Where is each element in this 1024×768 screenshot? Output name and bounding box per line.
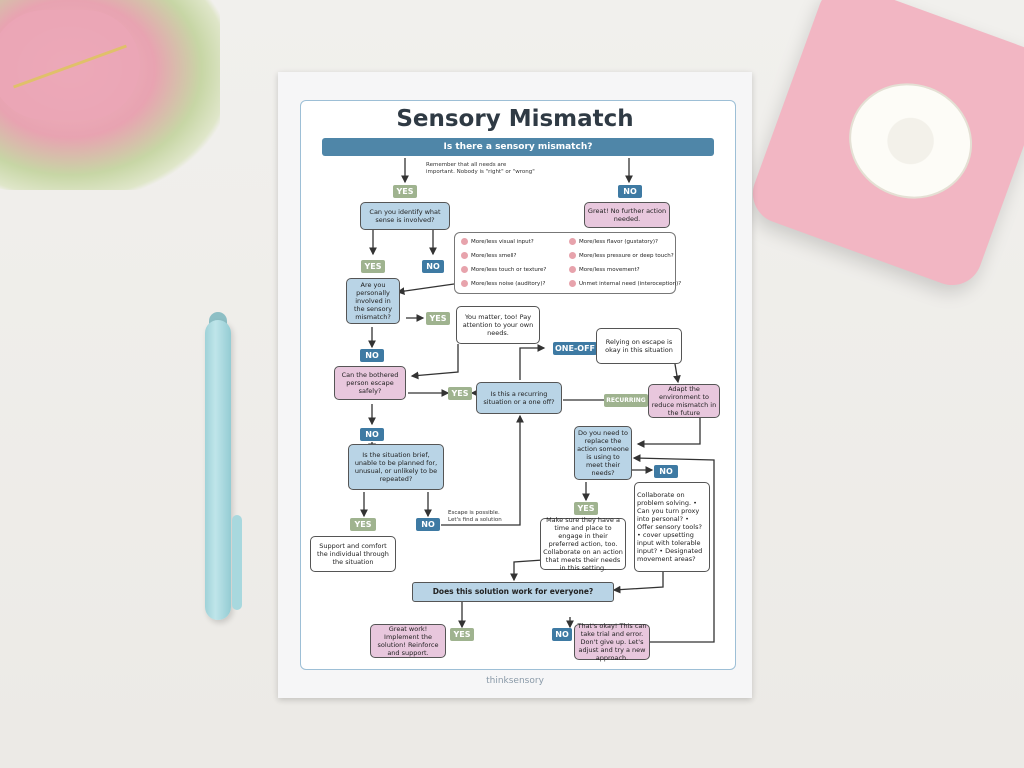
support-comfort-box: Support and comfort the individual throu… xyxy=(310,536,396,572)
you-matter-box: You matter, too! Pay attention to your o… xyxy=(456,306,540,344)
pen-clip xyxy=(232,515,242,610)
sense-item: More/less visual input? xyxy=(461,238,534,245)
yes-tag-2: YES xyxy=(361,260,385,273)
recurring-tag: RECURRING xyxy=(604,394,648,407)
flower-pot xyxy=(0,0,220,190)
recurring-question-box: Is this a recurring situation or a one o… xyxy=(476,382,562,414)
relying-escape-box: Relying on escape is okay in this situat… xyxy=(596,328,682,364)
yes-tag-3: YES xyxy=(426,312,450,325)
sense-item: More/less touch or texture? xyxy=(461,266,546,273)
collaborate-box: Collaborate on problem solving. • Can yo… xyxy=(634,482,710,572)
yes-tag-4: YES xyxy=(448,387,472,400)
nose-icon xyxy=(461,252,468,259)
sense-item: More/less flavor (gustatory)? xyxy=(569,238,658,245)
sense-item: More/less movement? xyxy=(569,266,640,273)
one-off-tag: ONE-OFF xyxy=(553,342,597,355)
no-tag-1: NO xyxy=(618,185,642,198)
thats-okay-box: That's okay! This can take trial and err… xyxy=(574,622,650,662)
body-icon xyxy=(569,280,576,287)
yes-tag-6: YES xyxy=(574,502,598,515)
no-further-box: Great! No further action needed. xyxy=(584,202,670,228)
situation-brief-box: Is the situation brief, unable to be pla… xyxy=(348,444,444,490)
solution-works-bar: Does this solution work for everyone? xyxy=(412,582,614,602)
hand-icon xyxy=(461,266,468,273)
sense-item: More/less noise (auditory)? xyxy=(461,280,545,287)
sense-item: Unmet internal need (interoception)? xyxy=(569,280,681,287)
flowchart-sheet: Sensory Mismatch Is there a sensory mism… xyxy=(278,72,752,698)
replace-action-box: Do you need to replace the action someon… xyxy=(574,426,632,480)
tape-roll xyxy=(832,66,989,216)
movement-icon xyxy=(569,266,576,273)
adapt-environment-box: Adapt the environment to reduce mismatch… xyxy=(648,384,720,418)
pressure-icon xyxy=(569,252,576,259)
lips-icon xyxy=(569,238,576,245)
ear-icon xyxy=(461,280,468,287)
no-tag-3: NO xyxy=(360,349,384,362)
yes-tag-7: YES xyxy=(450,628,474,641)
great-work-box: Great work! Implement the solution! Rein… xyxy=(370,624,446,658)
yes-tag-1: YES xyxy=(393,185,417,198)
question-bar: Is there a sensory mismatch? xyxy=(322,138,714,156)
yes-tag-5: YES xyxy=(350,518,376,531)
pen xyxy=(205,320,231,620)
sense-item: More/less smell? xyxy=(461,252,516,259)
no-tag-2: NO xyxy=(422,260,444,273)
senses-list: More/less visual input? More/less flavor… xyxy=(454,232,681,294)
escape-possible-note: Escape is possible. Let's find a solutio… xyxy=(448,510,502,523)
needs-note: Remember that all needs are important. N… xyxy=(426,162,535,175)
no-tag-6: NO xyxy=(416,518,440,531)
thinksensory-logo: thinksensory xyxy=(486,676,544,686)
make-sure-box: Make sure they have a time and place to … xyxy=(540,516,626,572)
can-escape-box: Can the bothered person escape safely? xyxy=(334,366,406,400)
identify-sense-box: Can you identify what sense is involved? xyxy=(360,202,450,230)
no-tag-4: NO xyxy=(360,428,384,441)
no-tag-5: NO xyxy=(654,465,678,478)
sheet-title: Sensory Mismatch xyxy=(396,106,634,132)
personally-involved-box: Are you personally involved in the senso… xyxy=(346,278,400,324)
eye-icon xyxy=(461,238,468,245)
no-tag-7: NO xyxy=(552,628,572,641)
sense-item: More/less pressure or deep touch? xyxy=(569,252,674,259)
